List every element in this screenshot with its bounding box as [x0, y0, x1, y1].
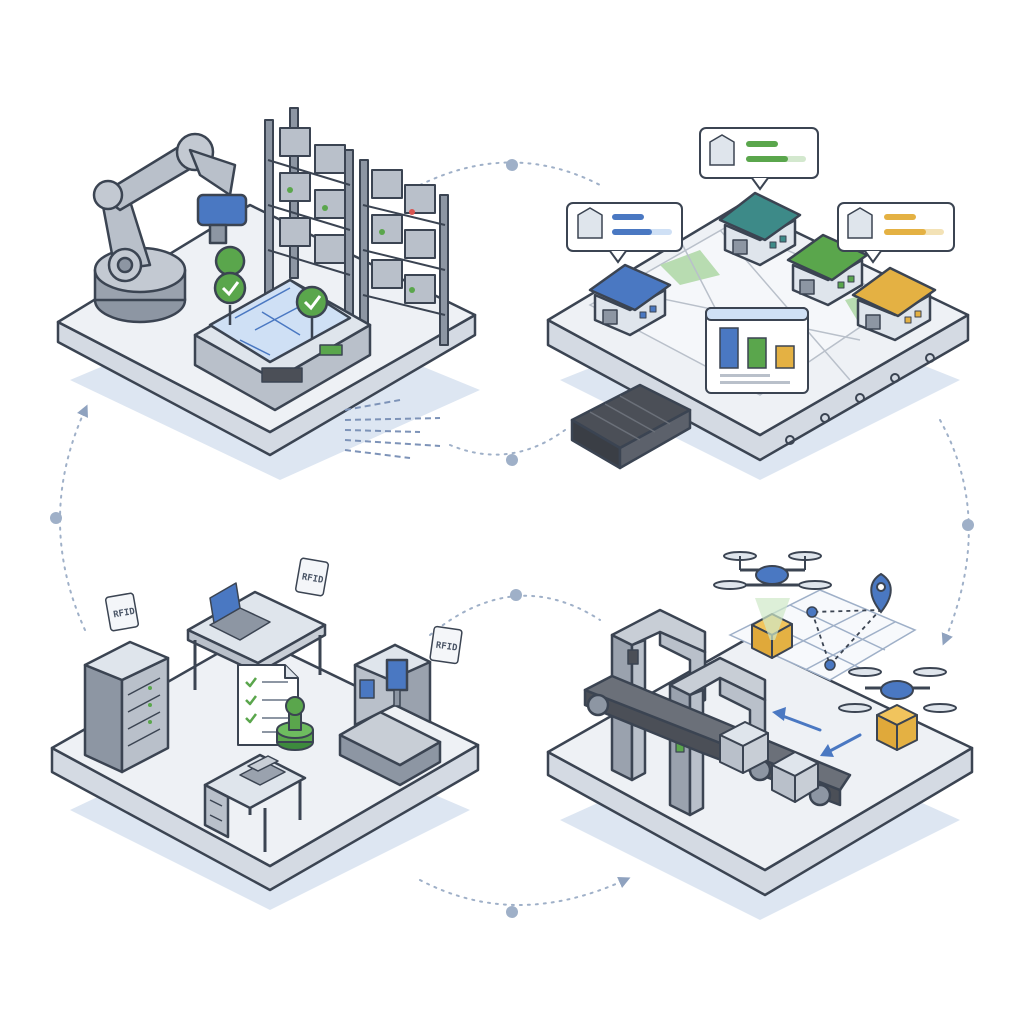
flow-node: [506, 159, 518, 171]
dashboard-chart-icon: [705, 307, 809, 394]
route-node: [806, 606, 818, 618]
flow-nodes: [50, 159, 974, 918]
route-node: [824, 659, 836, 671]
platform-bolts: [785, 353, 935, 445]
quadrant-delivery-hub: [546, 551, 974, 920]
rfid-tag-label: RFID: [435, 641, 458, 654]
arrow-heads: [772, 707, 834, 757]
flow-arc-center-top: [449, 429, 566, 456]
quadrant-warehouse-automation: [56, 107, 480, 480]
server-rack-icon: [83, 640, 170, 774]
drone-icon: [713, 551, 832, 640]
rfid-tag-icon: RFID: [429, 625, 463, 665]
flow-arc-right: [939, 419, 970, 646]
drone-icon: [838, 667, 957, 751]
data-stream: [344, 399, 441, 459]
drone-route: [810, 609, 883, 667]
office-desk-icon: [203, 753, 307, 852]
flow-arc-bottom: [419, 877, 631, 906]
quadrant-office-operations: RFID RFID RFID: [50, 557, 480, 910]
warehouse-yellow-icon: [851, 266, 937, 342]
incoming-arrow-icon: [778, 713, 862, 754]
warehouse-blue-icon: [588, 263, 672, 337]
storage-rack-icon: [264, 107, 449, 346]
flow-arc-top: [419, 161, 601, 186]
status-callout-blue: [566, 202, 683, 264]
flow-node: [510, 589, 522, 601]
robot-arm-icon: [92, 132, 248, 324]
flow-node: [50, 512, 62, 524]
stamp-icon: [276, 696, 314, 751]
status-callout-yellow: [837, 202, 955, 264]
conveyor-icon: [570, 383, 692, 470]
package-icon: [771, 751, 819, 803]
quadrant-distribution-network: [546, 127, 970, 480]
status-callout-green: [699, 127, 819, 191]
flow-arc-left: [59, 404, 88, 631]
flow-node: [962, 519, 974, 531]
warehouse-teal-icon: [718, 191, 802, 267]
flow-node: [506, 454, 518, 466]
rfid-tag-icon: RFID: [294, 557, 330, 597]
rfid-tag-icon: RFID: [104, 592, 140, 632]
check-pin-icon: [213, 245, 329, 338]
rfid-tag-label: RFID: [301, 572, 325, 586]
package-icon: [719, 721, 769, 774]
cnc-machine-icon: [338, 643, 442, 787]
map-green-area: [660, 250, 720, 285]
flow-arc-center-bottom: [429, 594, 601, 636]
flow-node: [506, 906, 518, 918]
map-pin-icon: [870, 572, 892, 614]
rfid-tag-label: RFID: [113, 607, 137, 621]
